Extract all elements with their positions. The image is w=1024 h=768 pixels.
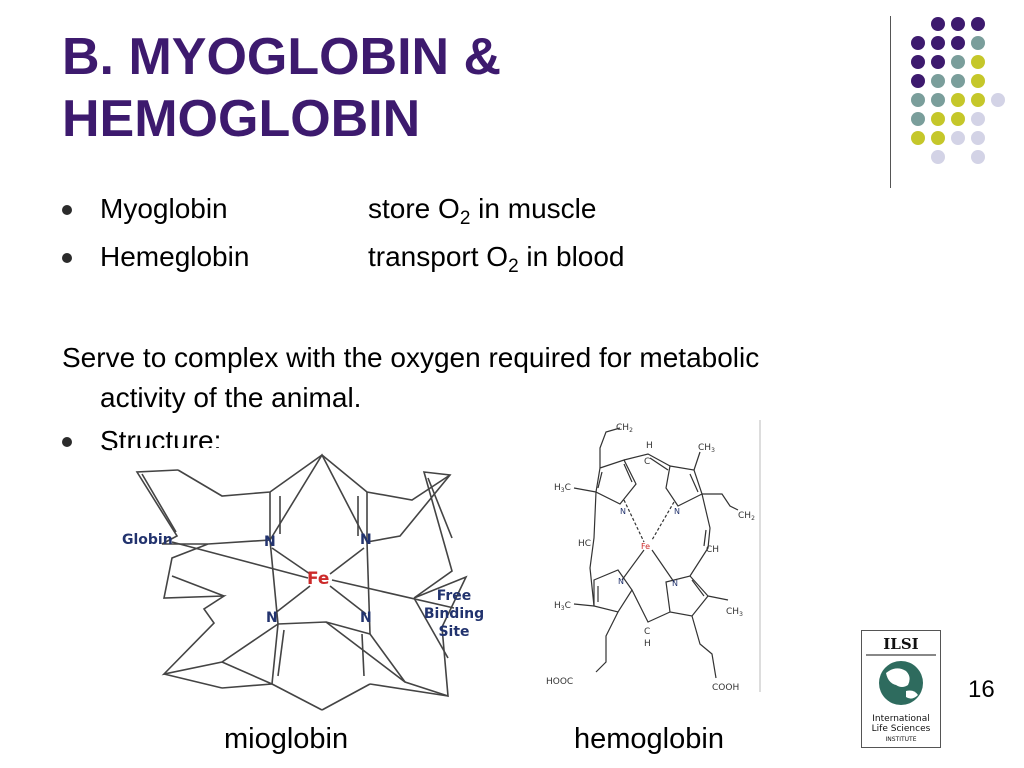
decor-dot [951,17,965,31]
page-number: 16 [968,676,995,703]
decor-dot [911,55,925,69]
hooc-label: HOOC [546,677,573,687]
decor-dot [931,93,945,107]
myoglobin-heme-diagram: Globin N N N N Fe Free Binding Site [112,448,488,718]
decor-dot [951,55,965,69]
decor-dot [971,131,985,145]
logo-line1: International [872,714,929,724]
decor-dot [931,74,945,88]
decor-dot [951,93,965,107]
c-label: C [644,627,650,637]
bullet-dot [62,253,72,263]
free-binding-label-line2: Binding [424,606,484,622]
decor-dot [971,36,985,50]
decor-dot [931,150,945,164]
decor-dot [951,112,965,126]
decor-dot [951,131,965,145]
nitrogen-label: N [266,610,278,626]
slide-title: B. MYOGLOBIN & HEMOGLOBIN [62,28,502,148]
free-binding-label-line3: Site [438,624,469,640]
decor-dot [971,74,985,88]
bullet-label: Hemeglobin [100,241,250,272]
h-label: H [644,639,651,649]
logo-line2: Life Sciences [872,724,931,734]
ch2-label: CH2 [738,511,755,522]
decor-dot [991,93,1005,107]
decor-dot [911,93,925,107]
decor-dot [931,55,945,69]
decor-dot [951,74,965,88]
decor-dot [971,17,985,31]
description-paragraph: Serve to complex with the oxygen require… [62,342,760,413]
decor-dot [971,150,985,164]
decor-dot [951,36,965,50]
iron-label: Fe [641,542,650,551]
nitrogen-label: N [620,507,626,516]
decorative-dot-grid [911,17,1005,164]
decor-dot [931,36,945,50]
c-label: C [644,457,650,467]
decor-dot [911,112,925,126]
divider-line [890,16,891,188]
decor-dot [911,131,925,145]
nitrogen-label: N [360,532,372,548]
bullet-dot [62,437,72,447]
ilsi-logo: ILSI International Life Sciences INSTITU… [861,630,941,748]
decor-dot [971,93,985,107]
nitrogen-label: N [360,610,372,626]
ch2-label: CH2 [616,423,633,434]
decor-dot [931,131,945,145]
bullet-description: transport O2 in blood [368,241,625,277]
logo-line3: INSTITUTE [885,736,916,743]
nitrogen-label: N [674,507,680,516]
cooh-label: COOH [712,683,739,693]
myoglobin-caption: mioglobin [224,723,349,755]
h3c-label: H3C [554,483,571,494]
decor-dot [971,55,985,69]
decor-dot [911,36,925,50]
ch3-label: CH3 [698,443,715,454]
hc-label: HC [578,539,591,549]
decor-dot [931,17,945,31]
ch3-label: CH3 [726,607,743,618]
nitrogen-label: N [264,534,276,550]
hemoglobin-caption: hemoglobin [574,723,724,755]
globin-label: Globin [122,532,173,548]
h3c-label: H3C [554,601,571,612]
free-binding-label-line1: Free [437,588,472,604]
decor-dot [971,112,985,126]
decor-dot [931,112,945,126]
bullet-label: Myoglobin [100,193,228,224]
decor-dot [911,74,925,88]
ch-label: CH [706,545,719,555]
nitrogen-label: N [672,579,678,588]
h-label: H [646,441,653,451]
logo-abbr: ILSI [883,635,918,653]
nitrogen-label: N [618,577,624,586]
bullet-dot [62,205,72,215]
bullet-description: store O2 in muscle [368,193,597,229]
iron-label: Fe [307,569,329,589]
hemoglobin-heme-structure: CH2 CH3 H3C H C CH2 HC CH N N N N Fe H3C… [540,418,762,694]
